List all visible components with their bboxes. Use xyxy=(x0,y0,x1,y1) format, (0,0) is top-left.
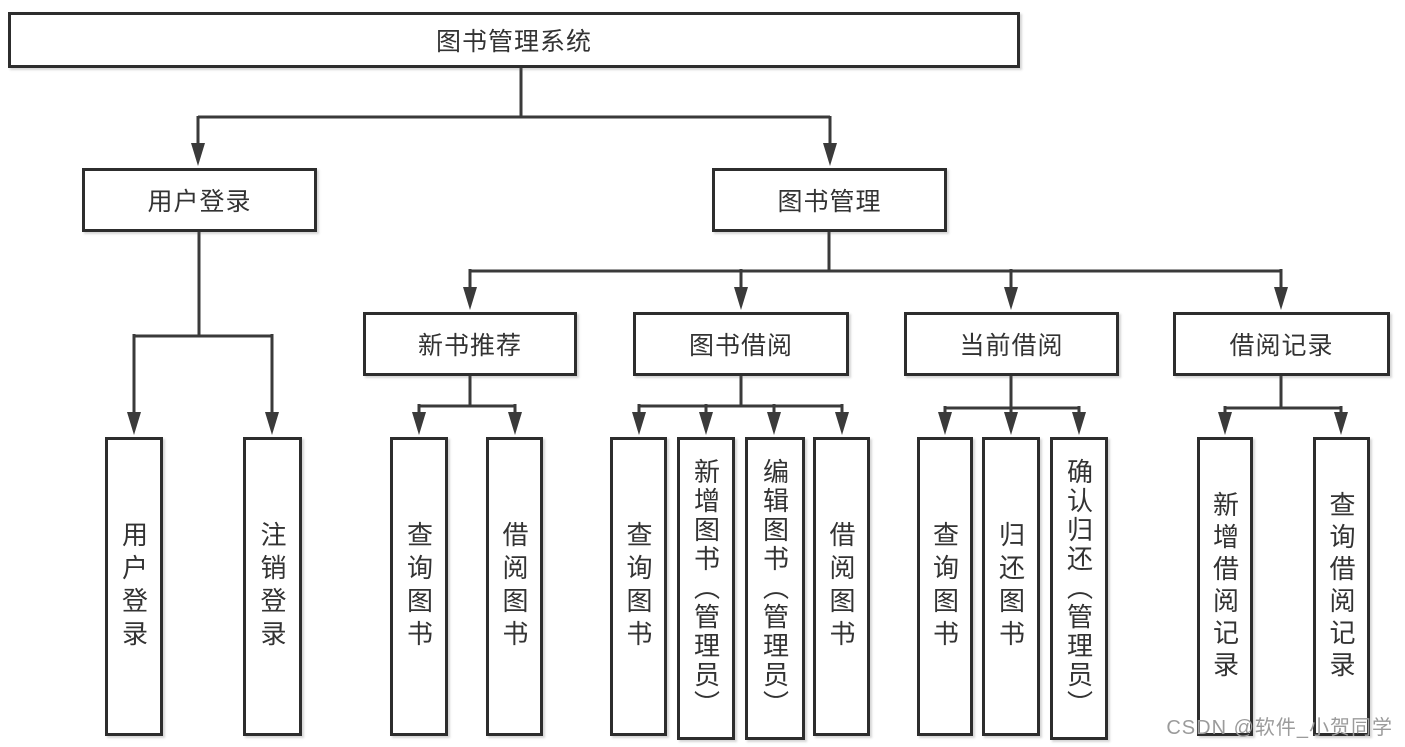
arrowhead xyxy=(835,412,849,435)
arrowhead xyxy=(127,412,141,435)
node-leaf-query-books-1: 查询图书 xyxy=(390,437,448,736)
arrowhead xyxy=(632,412,646,435)
node-leaf-query-borrow-record: 查询借阅记录 xyxy=(1313,437,1370,736)
node-current-borrowing: 当前借阅 xyxy=(904,312,1119,376)
node-label: 查询图书 xyxy=(623,520,653,653)
arrowhead xyxy=(1072,412,1086,435)
node-borrowing-records: 借阅记录 xyxy=(1173,312,1390,376)
arrowhead xyxy=(412,412,426,435)
node-label: 图书管理 xyxy=(777,188,882,216)
node-label: 查询借阅记录 xyxy=(1326,490,1356,683)
node-leaf-add-borrow-record: 新增借阅记录 xyxy=(1197,437,1253,736)
node-label: 编辑图书（管理员） xyxy=(759,458,790,719)
arrowhead xyxy=(1004,412,1018,435)
node-label: 新增借阅记录 xyxy=(1209,490,1240,683)
arrowhead xyxy=(1004,287,1018,310)
node-label: 图书借阅 xyxy=(688,332,793,360)
connector-borrow-record-branch xyxy=(1223,376,1343,414)
node-book-management: 图书管理 xyxy=(712,168,947,232)
node-user-login: 用户登录 xyxy=(82,168,317,232)
connector-root-to-level2 xyxy=(196,68,832,145)
node-leaf-return-books: 归还图书 xyxy=(982,437,1040,736)
node-label: 查询图书 xyxy=(929,520,960,653)
arrowhead xyxy=(734,287,748,310)
node-label: 借阅记录 xyxy=(1229,332,1334,360)
node-library-management-system: 图书管理系统 xyxy=(8,12,1020,68)
node-label: 用户登录 xyxy=(147,188,252,216)
node-leaf-confirm-return-admin: 确认归还（管理员） xyxy=(1050,437,1108,740)
arrowhead xyxy=(938,412,952,435)
arrowhead xyxy=(265,412,279,435)
connector-new-book-branch xyxy=(417,376,517,414)
node-label: 借阅图书 xyxy=(499,520,529,653)
node-label: 注销登录 xyxy=(257,520,287,653)
node-label: 图书管理系统 xyxy=(435,28,592,56)
arrowhead xyxy=(1334,412,1348,435)
connector-current-borrow-branch xyxy=(943,376,1081,414)
node-leaf-user-login: 用户登录 xyxy=(105,437,163,736)
watermark-text: CSDN @软件_小贺同学 xyxy=(1166,717,1393,739)
connector-book-borrow-branch xyxy=(637,376,844,414)
node-leaf-logout: 注销登录 xyxy=(243,437,302,736)
arrowhead xyxy=(1218,412,1232,435)
node-new-book-recommendation: 新书推荐 xyxy=(363,312,577,376)
node-label: 确认归还（管理员） xyxy=(1063,458,1094,719)
node-leaf-borrow-books-2: 借阅图书 xyxy=(813,437,870,736)
connector-user-login-branch xyxy=(132,232,274,414)
arrowhead xyxy=(508,412,522,435)
arrowhead xyxy=(191,143,205,166)
node-book-borrowing: 图书借阅 xyxy=(633,312,849,376)
node-label: 归还图书 xyxy=(995,520,1026,653)
node-leaf-add-books-admin: 新增图书（管理员） xyxy=(677,437,735,740)
node-leaf-borrow-books-1: 借阅图书 xyxy=(486,437,543,736)
arrowhead xyxy=(823,143,837,166)
node-label: 新增图书（管理员） xyxy=(690,458,721,719)
arrowhead xyxy=(767,412,781,435)
node-label: 查询图书 xyxy=(403,520,434,653)
node-leaf-edit-books-admin: 编辑图书（管理员） xyxy=(745,437,805,740)
node-leaf-query-books-2: 查询图书 xyxy=(610,437,667,736)
node-label: 当前借阅 xyxy=(959,332,1064,360)
node-label: 用户登录 xyxy=(118,520,149,653)
arrowhead xyxy=(699,412,713,435)
arrowhead xyxy=(463,287,477,310)
arrowhead xyxy=(1274,287,1288,310)
node-label: 新书推荐 xyxy=(417,332,522,360)
connector-book-management-branch xyxy=(468,232,1283,289)
node-label: 借阅图书 xyxy=(826,520,856,653)
node-leaf-query-books-3: 查询图书 xyxy=(917,437,973,736)
